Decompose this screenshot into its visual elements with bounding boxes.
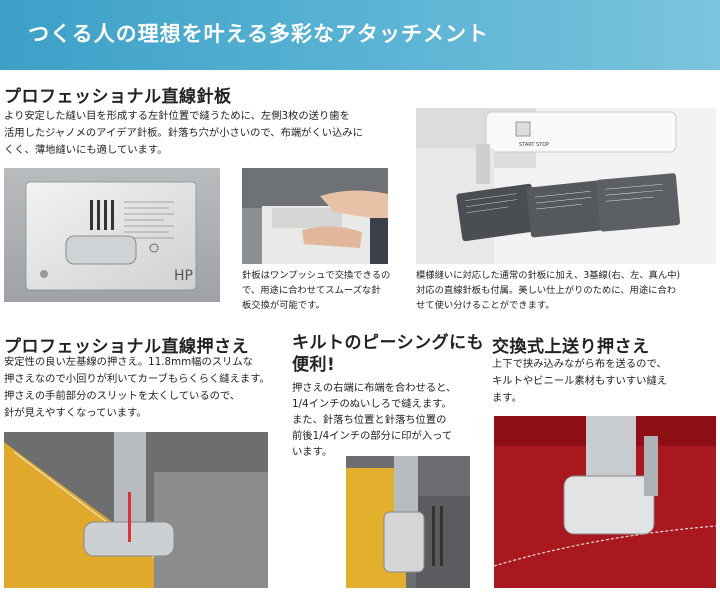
- quilt-body: 押さえの右端に布端を合わせると、 1/4インチのぬいしろで縫えます。 また、針落…: [292, 382, 457, 458]
- quilt-heading: キルトのピーシングにも 便利!: [292, 333, 485, 375]
- straight-foot-body: 安定性の良い左基線の押さえ。11.8mm幅のスリムな 押さえなので小回りが利いて…: [4, 356, 270, 419]
- plates-set-photo: START STOP: [416, 108, 716, 264]
- quilt-foot-photo: [346, 456, 470, 588]
- walking-foot-photo: [494, 416, 716, 588]
- straight-foot-heading: プロフェッショナル直線押さえ: [4, 337, 249, 357]
- straight-foot-photo: [4, 432, 268, 588]
- plate-change-caption: 針板はワンプッシュで交換できるの で、用途に合わせてスムーズな針 板交換が可能で…: [242, 270, 391, 311]
- plate-change-photo: [242, 168, 388, 264]
- needle-plate-photo: HP: [4, 168, 220, 302]
- walking-foot-body: 上下で挟み込みながら布を送るので、 キルトやビニール素材もすいすい縫え ます。: [492, 358, 668, 404]
- plate-label: HP: [174, 268, 193, 284]
- needle-plate-heading: プロフェッショナル直線針板: [4, 87, 232, 107]
- plates-set-caption: 模様縫いに対応した通常の針板に加え、3基線(右、左、真ん中) 対応の直線針板も付…: [416, 270, 681, 311]
- start-stop-label: START STOP: [519, 142, 549, 148]
- banner-title: つくる人の理想を叶える多彩なアタッチメント: [28, 22, 489, 46]
- walking-foot-heading: 交換式上送り押さえ: [492, 337, 650, 357]
- header-banner: つくる人の理想を叶える多彩なアタッチメント: [0, 0, 720, 70]
- needle-plate-body: より安定した縫い目を形成する左針位置で縫うために、左側3枚の送り歯を 活用したジ…: [4, 110, 363, 156]
